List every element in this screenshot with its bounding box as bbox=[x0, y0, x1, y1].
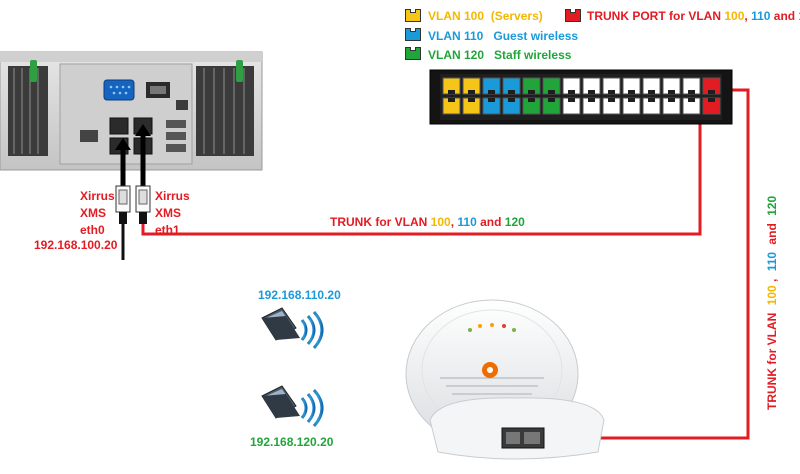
eth1-label: Xirrus XMS eth1 bbox=[155, 188, 190, 239]
eth1-line3: eth1 bbox=[155, 223, 180, 237]
vertical-vlan-100: 100 bbox=[765, 285, 779, 305]
vertical-trunk-label: TRUNK for VLAN 100 , 110 and 120 bbox=[765, 196, 779, 410]
switch-port-notch bbox=[548, 90, 555, 94]
legend-vlan100-desc: (Servers) bbox=[490, 9, 543, 23]
switch-port-notch bbox=[468, 90, 475, 94]
switch-port-notch bbox=[468, 98, 475, 102]
switch-port-notch bbox=[448, 90, 455, 94]
server-chassis bbox=[0, 51, 263, 171]
switch-port-notch bbox=[608, 98, 615, 102]
vlan110-swatch-icon bbox=[405, 28, 421, 41]
eth1-line1: Xirrus bbox=[155, 189, 190, 203]
legend-vlan120-label: VLAN 120 bbox=[428, 48, 485, 62]
vertical-and: and bbox=[765, 223, 779, 244]
switch-port-notch bbox=[508, 98, 515, 102]
legend-vlan100: VLAN 100 (Servers) bbox=[428, 9, 543, 23]
legend-vlan120: VLAN 120 Staff wireless bbox=[428, 48, 571, 62]
eth0-ip: 192.168.100.20 bbox=[34, 238, 118, 252]
eth1-line2: XMS bbox=[155, 206, 182, 220]
trunk-and: and bbox=[480, 215, 502, 229]
trunk-port-swatch-icon bbox=[565, 9, 581, 22]
eth0-line3: eth0 bbox=[80, 223, 105, 237]
vlan100-swatch-icon bbox=[405, 9, 421, 22]
eth0-line2: XMS bbox=[80, 206, 107, 220]
connection-arrows bbox=[115, 124, 151, 186]
switch-port-notch bbox=[588, 90, 595, 94]
vertical-trunk-text: TRUNK for VLAN bbox=[765, 313, 779, 410]
switch-port-notch bbox=[488, 90, 495, 94]
vlan-120-num: 120 bbox=[798, 9, 800, 23]
legend-vlan120-desc: Staff wireless bbox=[494, 48, 572, 62]
switch-port-notch bbox=[628, 90, 635, 94]
vlan-100-num: 100 bbox=[724, 9, 745, 23]
switch-port-notch bbox=[628, 98, 635, 102]
switch-port-notch bbox=[448, 98, 455, 102]
trunk-vlan-120: 120 bbox=[504, 215, 525, 229]
trunk-vlan-110: 110 bbox=[457, 215, 477, 229]
switch-port-notch bbox=[508, 90, 515, 94]
switch-port-notch bbox=[528, 98, 535, 102]
legend-vlan110: VLAN 110 Guest wireless bbox=[428, 29, 578, 43]
eth0-line1: Xirrus bbox=[80, 189, 115, 203]
switch-port-notch bbox=[688, 98, 695, 102]
switch-port-notch bbox=[708, 98, 715, 102]
client-ip-vlan120: 192.168.120.20 bbox=[250, 435, 334, 449]
horizontal-trunk-label: TRUNK for VLAN 100, 110 and 120 bbox=[330, 215, 525, 229]
legend-vlan100-label: VLAN 100 bbox=[428, 9, 485, 23]
switch-port-notch bbox=[648, 98, 655, 102]
legend-trunk: TRUNK PORT for VLAN 100, 110 and 120 bbox=[587, 9, 800, 23]
eth0-label: Xirrus XMS eth0 bbox=[80, 188, 115, 239]
switch-port-notch bbox=[648, 90, 655, 94]
laptop-icon bbox=[261, 307, 324, 349]
switch-port-notch bbox=[568, 90, 575, 94]
laptop-icon bbox=[261, 385, 324, 427]
sep: , bbox=[744, 9, 748, 23]
and-word: and bbox=[773, 9, 796, 23]
trunk-vlan-100: 100 bbox=[430, 215, 451, 229]
switch-port-notch bbox=[488, 98, 495, 102]
client-ip-vlan110: 192.168.110.20 bbox=[258, 288, 341, 302]
legend-trunk-label: TRUNK PORT for VLAN bbox=[587, 9, 721, 23]
legend-vlan110-label: VLAN 110 bbox=[428, 29, 484, 43]
vertical-vlan-120: 120 bbox=[765, 196, 779, 216]
rj45-connectors bbox=[115, 185, 151, 224]
vlan-110-num: 110 bbox=[751, 9, 771, 23]
trunk-text: TRUNK for VLAN bbox=[330, 215, 428, 229]
switch-port-notch bbox=[708, 90, 715, 94]
vlan120-swatch-icon bbox=[405, 47, 421, 60]
switch-port-notch bbox=[608, 90, 615, 94]
switch-port-notch bbox=[688, 90, 695, 94]
network-switch bbox=[429, 69, 733, 125]
switch-port-notch bbox=[588, 98, 595, 102]
legend-vlan110-desc: Guest wireless bbox=[493, 29, 579, 43]
switch-port-notch bbox=[668, 98, 675, 102]
vertical-sep: , bbox=[765, 279, 779, 282]
switch-port-notch bbox=[668, 90, 675, 94]
switch-port-notch bbox=[548, 98, 555, 102]
trunk-sep: , bbox=[450, 215, 455, 229]
access-point bbox=[405, 299, 605, 460]
switch-port-notch bbox=[568, 98, 575, 102]
vertical-vlan-110: 110 bbox=[765, 252, 779, 272]
switch-port-notch bbox=[528, 90, 535, 94]
